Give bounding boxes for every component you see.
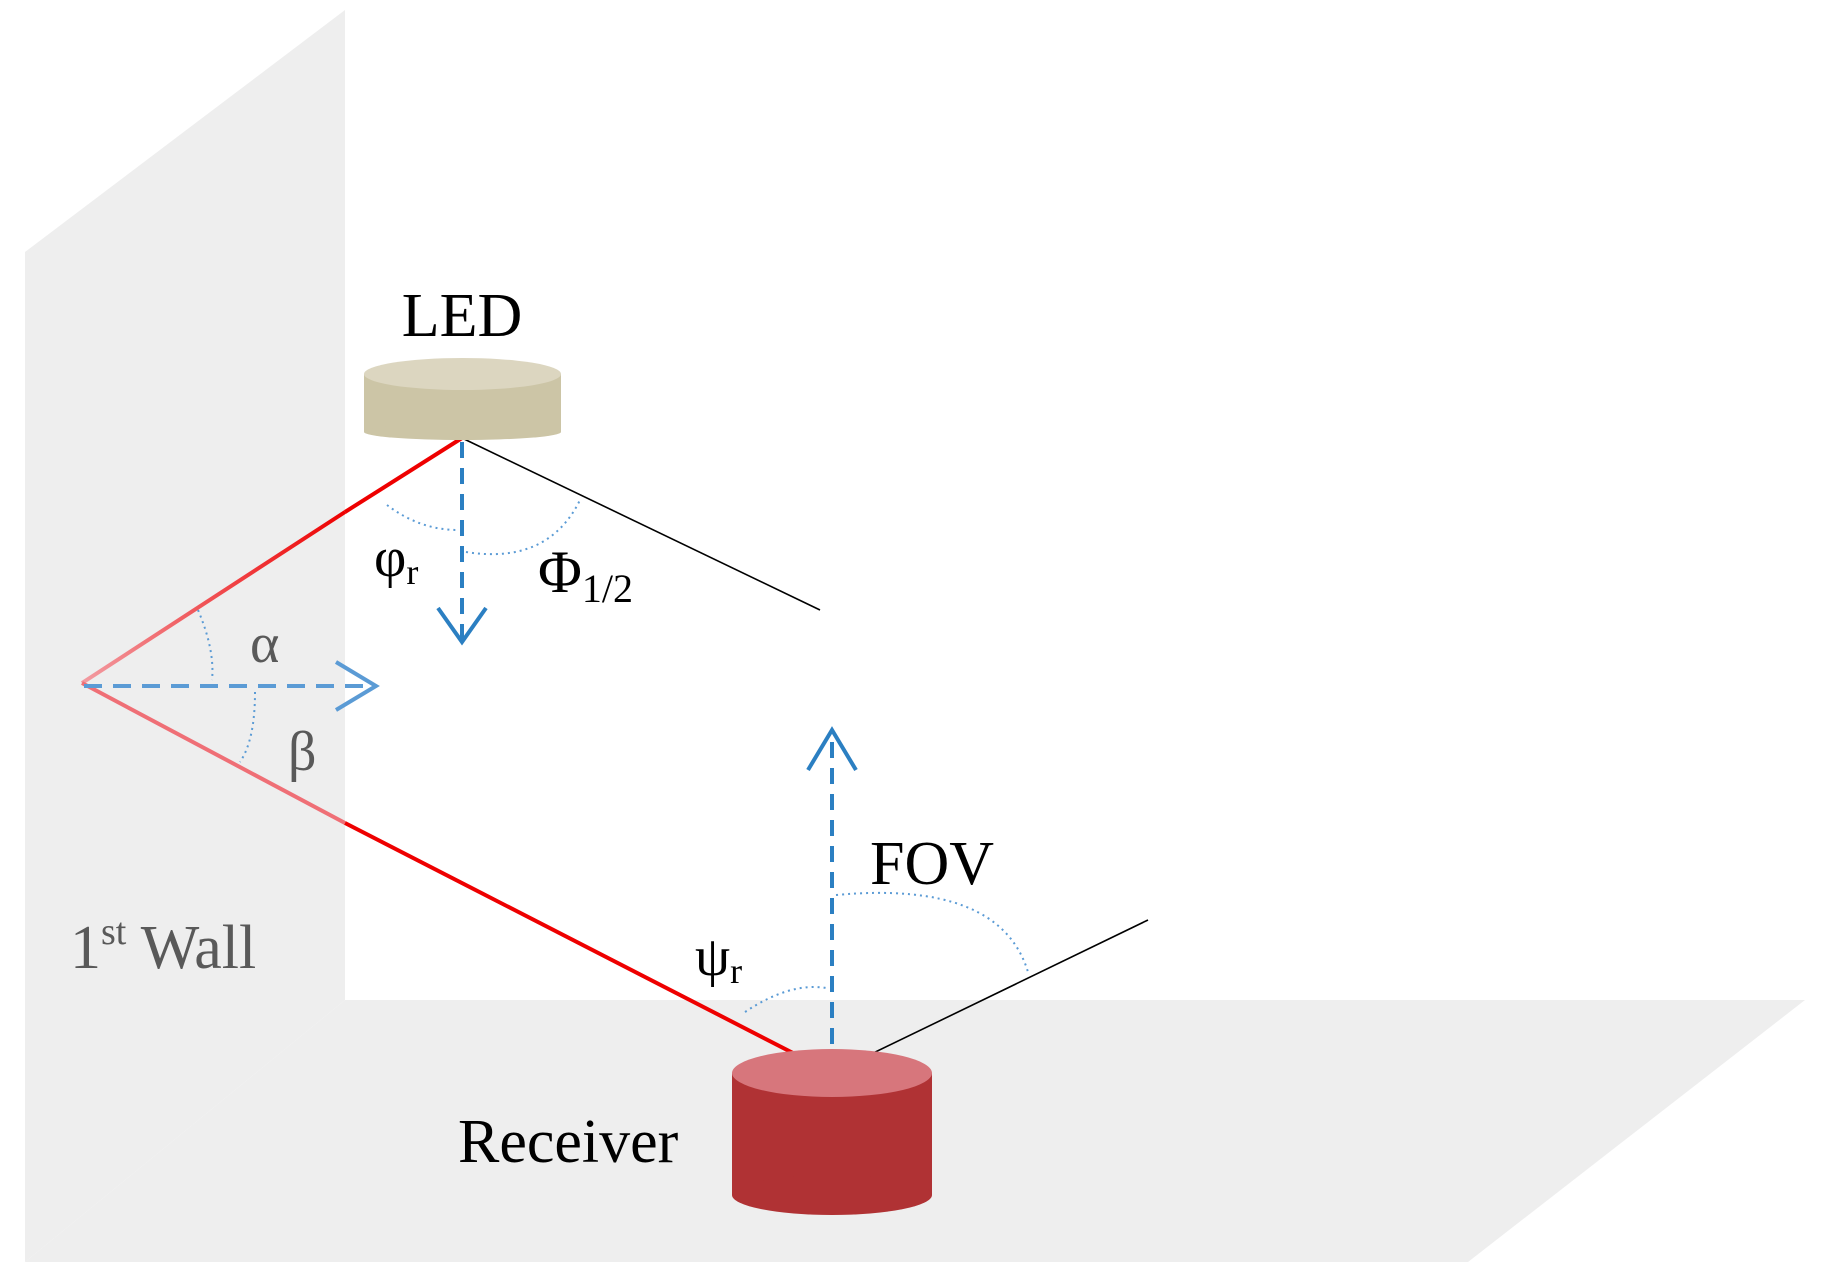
receiver-label: Receiver (458, 1108, 679, 1176)
beta-arc (239, 691, 256, 763)
led-top (364, 358, 561, 390)
wall-normal-arrowhead (334, 660, 380, 712)
phi-r-subscript: r (406, 552, 418, 592)
psi-r-symbol: ψ (695, 926, 730, 988)
led-label: LED (402, 282, 523, 350)
fov-arc (835, 891, 1029, 973)
phi-half-arc (465, 499, 581, 556)
reflected-ray-outside (344, 821, 833, 1075)
receiver-bottom (732, 1175, 932, 1215)
psi-r-arc (744, 986, 827, 1013)
phi-r-symbol: φ (374, 527, 406, 589)
psi-r-label: ψr (695, 926, 742, 991)
receiver-normal-arrowhead (806, 726, 858, 772)
beta-label: β (288, 721, 317, 783)
receiver-fov-boundary (831, 919, 1149, 1074)
first-wall-word: Wall (126, 914, 256, 982)
phi-r-label: φr (374, 527, 418, 592)
phi-half-subscript: 1/2 (582, 566, 633, 611)
incident-ray-on-wall (80, 510, 347, 685)
first-wall-label: 1st Wall (70, 911, 256, 982)
phi-r-arc (386, 504, 459, 531)
psi-r-subscript: r (730, 951, 742, 991)
normals (84, 442, 858, 1070)
led-half-power-boundary (461, 437, 821, 611)
first-wall (25, 10, 345, 1262)
led-fixture (364, 358, 561, 440)
phi-half-label: Φ1/2 (538, 539, 633, 611)
incident-ray-outside (343, 436, 464, 514)
led-bottom (364, 424, 561, 440)
fov-label: FOV (870, 830, 994, 898)
alpha-arc (197, 609, 214, 681)
alpha-label: α (250, 613, 279, 675)
first-wall-superscript: st (101, 911, 127, 953)
receiver-device (732, 1049, 932, 1215)
reflected-ray-on-wall (81, 681, 346, 825)
reflection-path (80, 436, 833, 1075)
phi-half-symbol: Φ (538, 539, 582, 605)
angle-arcs (197, 499, 1029, 1013)
led-normal-arrowhead (436, 606, 488, 646)
receiver-top (732, 1049, 932, 1097)
first-wall-number: 1 (70, 914, 101, 982)
labels: LED φr Φ1/2 α β FOV ψr 1st Wall Receiver (70, 282, 994, 1176)
